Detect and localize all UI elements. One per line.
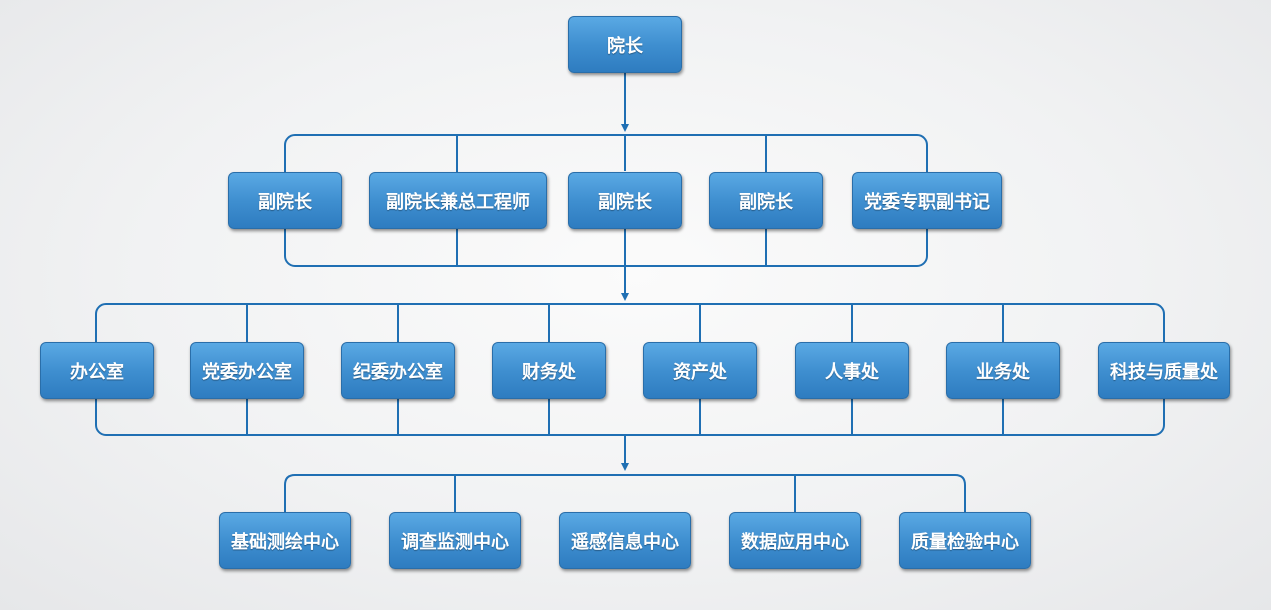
node-deputy-president-1: 副院长 [228,172,342,229]
node-remote-sensing-center: 遥感信息中心 [559,512,691,569]
node-deputy-president-3: 副院长 [709,172,823,229]
node-party-deputy-secretary: 党委专职副书记 [852,172,1002,229]
node-deputy-chief-engineer: 副院长兼总工程师 [369,172,547,229]
connector-bracket-centers [284,474,966,512]
node-survey-monitoring-center: 调查监测中心 [389,512,521,569]
node-discipline-office: 纪委办公室 [341,342,455,399]
node-tech-quality-dept: 科技与质量处 [1098,342,1230,399]
node-deputy-president-2: 副院长 [568,172,682,229]
node-business-dept: 业务处 [946,342,1060,399]
node-general-office: 办公室 [40,342,154,399]
node-party-office: 党委办公室 [190,342,304,399]
node-assets-dept: 资产处 [643,342,757,399]
node-president: 院长 [568,16,682,73]
node-finance-dept: 财务处 [492,342,606,399]
node-basic-surveying-center: 基础测绘中心 [219,512,351,569]
node-quality-inspection-center: 质量检验中心 [899,512,1031,569]
node-hr-dept: 人事处 [795,342,909,399]
node-data-application-center: 数据应用中心 [729,512,861,569]
